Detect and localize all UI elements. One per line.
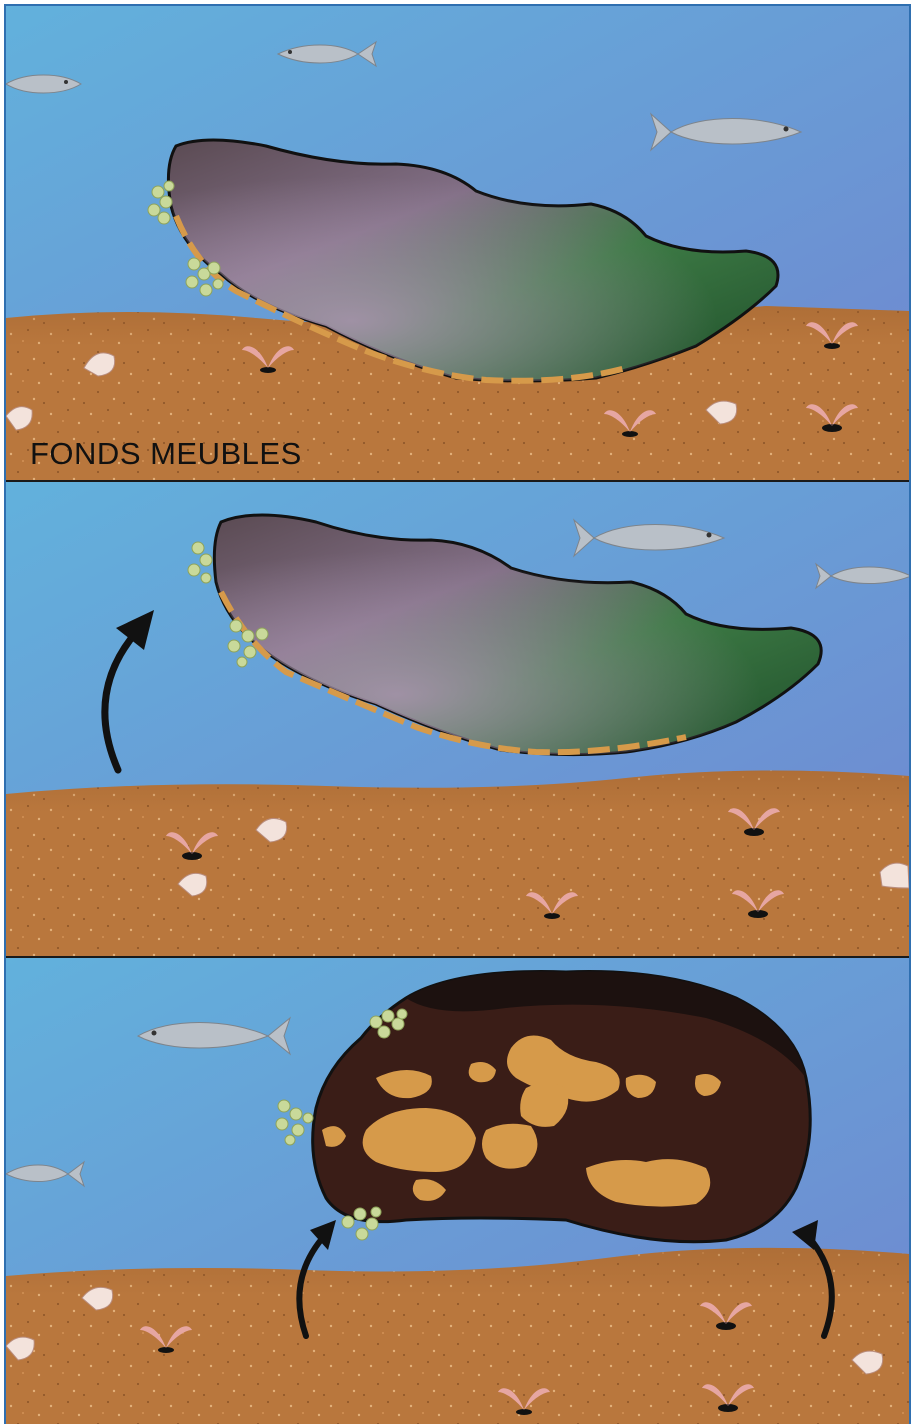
panel-label: FONDS MEUBLES (30, 436, 302, 472)
panel-rock-lifted (6, 482, 909, 956)
panel-rock-resting: FONDS MEUBLES (6, 6, 909, 480)
panel-rock-overturned (6, 958, 909, 1424)
